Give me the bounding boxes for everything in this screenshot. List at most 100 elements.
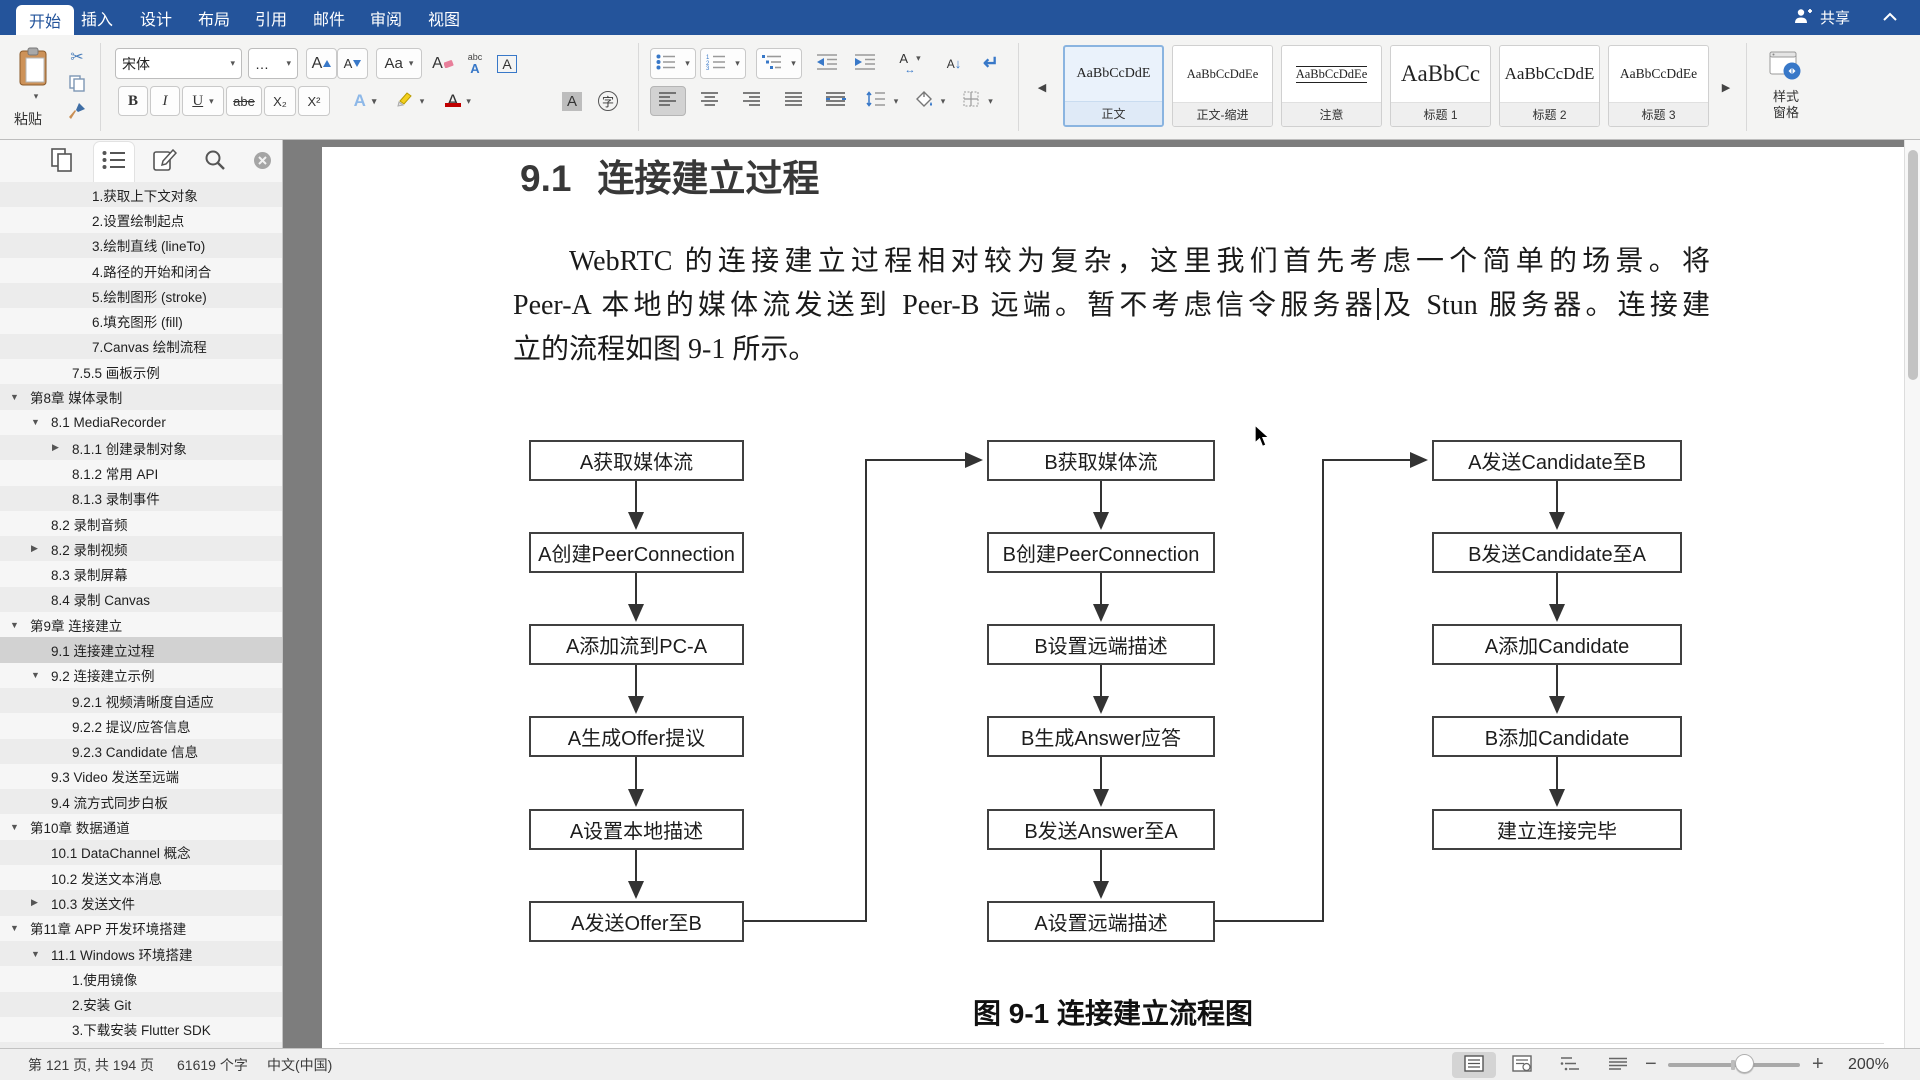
tab-home[interactable]: 开始 (16, 5, 74, 35)
document-map-tab[interactable] (94, 142, 134, 182)
font-color-button[interactable]: A ▾ (436, 86, 480, 116)
close-sidebar-button[interactable] (253, 151, 272, 175)
clear-formatting-button[interactable]: A (428, 48, 458, 79)
style-card-heading1[interactable]: AaBbCc 标题 1 (1390, 45, 1491, 127)
underline-button[interactable]: U ▾ (182, 86, 224, 116)
flowchart-box[interactable]: A发送Candidate至B (1432, 440, 1682, 481)
sidebar-item[interactable]: 9.2.1 视频清晰度自适应 (0, 687, 282, 714)
sidebar-item[interactable]: 2.设置绘制起点 (92, 213, 185, 229)
align-left-button[interactable] (650, 86, 686, 116)
style-card-note[interactable]: AaBbCcDdEe 注意 (1281, 45, 1382, 127)
find-tab[interactable] (195, 142, 235, 182)
document-page[interactable] (322, 147, 1904, 1048)
sidebar-item[interactable]: ▶8.1.1 创建录制对象 (0, 434, 282, 461)
sidebar-item[interactable]: 9.2.3 Candidate 信息 (0, 738, 282, 764)
review-pane-tab[interactable] (145, 142, 185, 182)
flowchart-box[interactable]: B发送Answer至A (987, 809, 1215, 850)
flowchart-box[interactable]: B创建PeerConnection (987, 532, 1215, 573)
highlight-color-button[interactable]: ▾ (388, 86, 432, 116)
bold-button[interactable]: B (118, 86, 148, 116)
sidebar-item-clipped[interactable] (0, 1042, 282, 1048)
tab-insert[interactable]: 插入 (80, 11, 113, 29)
flowchart-box[interactable]: B生成Answer应答 (987, 716, 1215, 757)
collapse-ribbon-icon[interactable] (1882, 10, 1898, 28)
sidebar-item[interactable]: 5.绘制图形 (stroke) (0, 283, 282, 309)
thumbnails-tab[interactable] (42, 142, 82, 182)
sidebar-item[interactable]: ▼8.1 MediaRecorder (31, 414, 166, 430)
sort-button[interactable]: A ↓ (946, 56, 962, 71)
align-right-button[interactable] (734, 86, 770, 116)
language-status[interactable]: 中文(中国) (267, 1056, 333, 1073)
sidebar-item-current[interactable]: 9.1 连接建立过程 (0, 637, 282, 663)
style-card-heading3[interactable]: AaBbCcDdEe 标题 3 (1608, 45, 1709, 127)
change-case-button[interactable]: Aa▾ (376, 48, 422, 79)
flowchart-box[interactable]: B添加Candidate (1432, 716, 1682, 757)
italic-button[interactable]: I (150, 86, 180, 116)
flowchart-box[interactable]: A创建PeerConnection (529, 532, 744, 573)
sidebar-item[interactable]: 9.4 流方式同步白板 (0, 789, 282, 815)
draft-view-button[interactable] (1596, 1052, 1640, 1078)
distribute-button[interactable] (818, 86, 854, 116)
phonetic-guide-button[interactable]: abc A (467, 51, 483, 76)
sidebar-item[interactable]: ▼第9章 连接建立 (10, 618, 123, 634)
expand-triangle-icon[interactable]: ▶ (52, 442, 59, 453)
collapse-triangle-icon[interactable]: ▼ (10, 392, 19, 403)
character-border-button[interactable]: A (492, 48, 522, 79)
styles-pane-button[interactable]: 样式窗格 (1758, 43, 1814, 129)
shrink-font-button[interactable]: A (337, 48, 368, 79)
font-name-select[interactable]: 宋体▾ (115, 48, 242, 79)
superscript-button[interactable]: X² (298, 86, 330, 116)
flowchart-box[interactable]: A设置本地描述 (529, 809, 744, 850)
style-card-normal-indent[interactable]: AaBbCcDdEe 正文-缩进 (1172, 45, 1273, 127)
line-spacing-button[interactable]: ▾ (860, 86, 904, 116)
style-card-heading2[interactable]: AaBbCcDdE 标题 2 (1499, 45, 1600, 127)
collapse-triangle-icon[interactable]: ▼ (31, 948, 40, 959)
zoom-out-button[interactable]: − (1645, 1053, 1657, 1075)
scrollbar-thumb[interactable] (1908, 150, 1918, 380)
flowchart-box[interactable]: A添加Candidate (1432, 624, 1682, 665)
zoom-in-button[interactable]: + (1812, 1053, 1824, 1075)
share-button[interactable]: 共享 (1793, 0, 1850, 35)
sidebar-item[interactable]: 9.3 Video 发送至远端 (51, 770, 180, 786)
cut-button[interactable]: ✂ (64, 45, 90, 69)
body-paragraph[interactable]: WebRTC 的连接建立过程相对较为复杂，这里我们首先考虑一个简单的场景。将 P… (513, 240, 1710, 372)
enclose-characters-button[interactable]: 字 (592, 86, 624, 116)
flowchart-box[interactable]: B设置远端描述 (987, 624, 1215, 665)
sidebar-item[interactable]: 7.Canvas 绘制流程 (0, 333, 282, 360)
collapse-triangle-icon[interactable]: ▼ (10, 923, 19, 934)
expand-triangle-icon[interactable]: ▶ (31, 897, 38, 908)
font-size-select[interactable]: …▾ (248, 48, 298, 79)
sidebar-item[interactable]: 8.3 录制屏幕 (51, 568, 128, 584)
collapse-triangle-icon[interactable]: ▼ (31, 670, 40, 681)
expand-triangle-icon[interactable]: ▶ (31, 543, 38, 554)
bullet-list-button[interactable]: ▾ (650, 48, 696, 79)
collapse-triangle-icon[interactable]: ▼ (10, 822, 19, 833)
flowchart-box[interactable]: B发送Candidate至A (1432, 532, 1682, 573)
sidebar-item[interactable]: ▼第10章 数据通道 (10, 821, 130, 837)
flowchart-box[interactable]: A发送Offer至B (529, 901, 744, 942)
subscript-button[interactable]: X₂ (264, 86, 296, 116)
flowchart-box[interactable]: A生成Offer提议 (529, 716, 744, 757)
zoom-level[interactable]: 200% (1848, 1055, 1889, 1073)
collapse-triangle-icon[interactable]: ▼ (31, 417, 40, 428)
tab-view[interactable]: 视图 (427, 11, 460, 29)
decrease-indent-button[interactable] (810, 48, 844, 79)
multilevel-list-button[interactable]: ▾ (756, 48, 802, 79)
vertical-scrollbar[interactable] (1904, 140, 1920, 1048)
sidebar-item[interactable]: 1.使用镜像 (72, 972, 138, 988)
sidebar-item[interactable]: 1.获取上下文对象 (0, 182, 282, 208)
tab-references[interactable]: 引用 (254, 11, 287, 29)
format-painter-button[interactable] (64, 101, 90, 125)
paragraph-line[interactable]: Peer-A 本地的媒体流发送到 Peer-B 远端。暂不考虑信令服务器及 St… (513, 288, 1711, 321)
tab-mailings[interactable]: 邮件 (312, 11, 345, 29)
sidebar-item[interactable]: 8.1.2 常用 API (72, 466, 159, 482)
sidebar-item[interactable]: ▶10.3 发送文件 (0, 890, 282, 916)
zoom-slider-knob[interactable] (1735, 1054, 1754, 1073)
page-info[interactable]: 第 121 页, 共 194 页 (28, 1056, 155, 1073)
tab-review[interactable]: 审阅 (369, 11, 402, 29)
copy-button[interactable] (64, 73, 90, 97)
sidebar-item[interactable]: ▼11.1 Windows 环境搭建 (0, 940, 282, 967)
styles-gallery-prev-button[interactable]: ◀ (1037, 81, 1047, 94)
tab-layout[interactable]: 布局 (197, 11, 230, 29)
